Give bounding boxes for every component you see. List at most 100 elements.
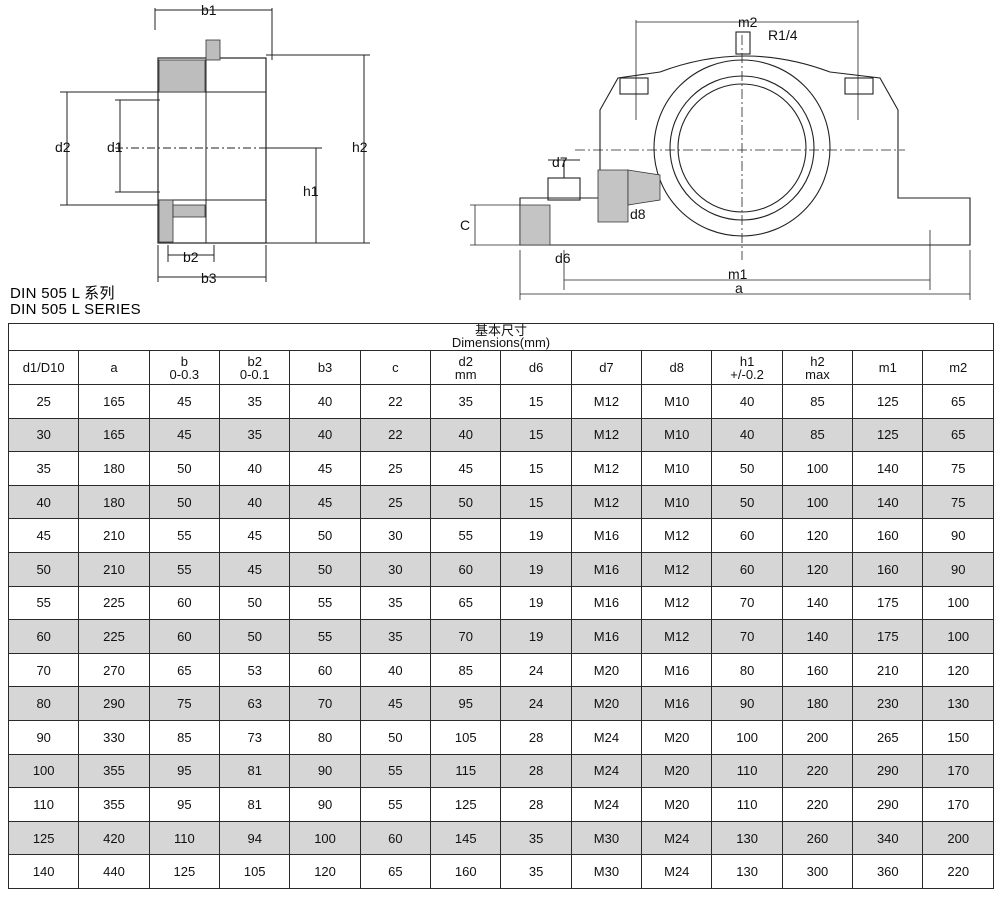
table-cell: 355 [78,787,150,822]
column-header-tolerance: +/-0.2 [730,366,764,382]
column-header-label: b3 [317,360,333,375]
table-cell: 50 [148,484,221,520]
table-cell: 60 [148,619,221,654]
series-title-english: DIN 505 L SERIES [10,301,141,318]
table-cell: 90 [289,787,361,822]
label-d8: d8 [630,206,646,222]
table-title-en: Dimensions(mm) [451,335,551,350]
table-cell: 170 [922,753,994,789]
table-cell: M16 [641,652,713,688]
table-cell: 19 [500,551,572,587]
table-cell: 55 [289,619,361,654]
column-header-tolerance: max [805,366,830,382]
table-cell: 50 [711,451,783,486]
table-cell: 90 [711,686,783,721]
table-cell: 105 [430,719,502,755]
table-cell: 19 [500,619,572,654]
table-cell: 115 [430,753,502,789]
table-cell: 100 [289,820,361,856]
table-cell: 175 [852,619,924,654]
table-cell: 270 [78,652,150,688]
table-cell: 15 [500,451,572,486]
table-cell: 40 [359,652,432,688]
table-cell: 80 [7,686,80,721]
label-a: a [735,280,743,296]
label-m1: m1 [728,266,748,282]
table-cell: 50 [7,551,80,587]
table-cell: 200 [781,719,854,755]
table-cell: 60 [148,585,221,621]
table-cell: M12 [570,484,643,520]
table-cell: M24 [570,719,643,755]
table-cell: 55 [289,585,361,621]
table-cell: 220 [781,753,854,789]
column-header-label: d8 [669,360,684,375]
table-cell: 140 [852,451,924,486]
table-cell: 25 [359,451,432,486]
table-cell: 60 [430,551,502,587]
label-b1: b1 [201,2,217,18]
table-cell: 35 [500,820,572,856]
table-cell: 340 [852,820,924,856]
table-cell: 30 [359,551,432,587]
column-header: d1/D10 [7,350,80,385]
table-title: 基本尺寸 Dimensions(mm) [8,323,994,351]
table-cell: 60 [359,820,432,856]
table-cell: M12 [641,551,713,587]
table-cell: 210 [78,518,150,553]
table-cell: 175 [852,585,924,621]
table-cell: 75 [922,484,994,520]
table-cell: M10 [641,384,713,419]
table-cell: 210 [852,652,924,688]
table-cell: M16 [570,585,643,621]
table-cell: 210 [78,551,150,587]
table-cell: 45 [148,384,221,419]
table-cell: 125 [148,854,221,889]
table-cell: 40 [219,484,291,520]
table-cell: 50 [148,451,221,486]
table-cell: M12 [641,619,713,654]
table-cell: 40 [7,484,80,520]
table-cell: 65 [148,652,221,688]
table-cell: M12 [570,384,643,419]
column-header-tolerance: 0-0.3 [169,366,200,382]
table-cell: M24 [641,854,713,889]
table-cell: 150 [922,719,994,755]
table-cell: 355 [78,753,150,789]
table-cell: 100 [7,753,80,789]
table-cell: 100 [711,719,783,755]
table-cell: 63 [219,686,291,721]
table-cell: 120 [781,551,854,587]
table-cell: 110 [7,787,80,822]
table-cell: 110 [148,820,221,856]
table-cell: 110 [711,753,783,789]
table-cell: 165 [78,384,150,419]
table-cell: 55 [430,518,502,553]
table-cell: M10 [641,451,713,486]
table-cell: 45 [289,451,361,486]
series-title-chinese: DIN 505 L 系列 [10,285,115,302]
table-cell: 125 [7,820,80,856]
column-header: m1 [852,350,924,385]
table-cell: 165 [78,417,150,453]
table-cell: 85 [430,652,502,688]
table-cell: 50 [219,619,291,654]
table-cell: 22 [359,384,432,419]
table-cell: 60 [711,518,783,553]
table-cell: 75 [148,686,221,721]
column-header-label: b [180,353,188,369]
table-cell: 80 [289,719,361,755]
table-cell: 65 [922,417,994,453]
table-cell: 65 [430,585,502,621]
column-header-label: m1 [878,360,897,375]
table-cell: 160 [781,652,854,688]
table-cell: 85 [781,384,854,419]
